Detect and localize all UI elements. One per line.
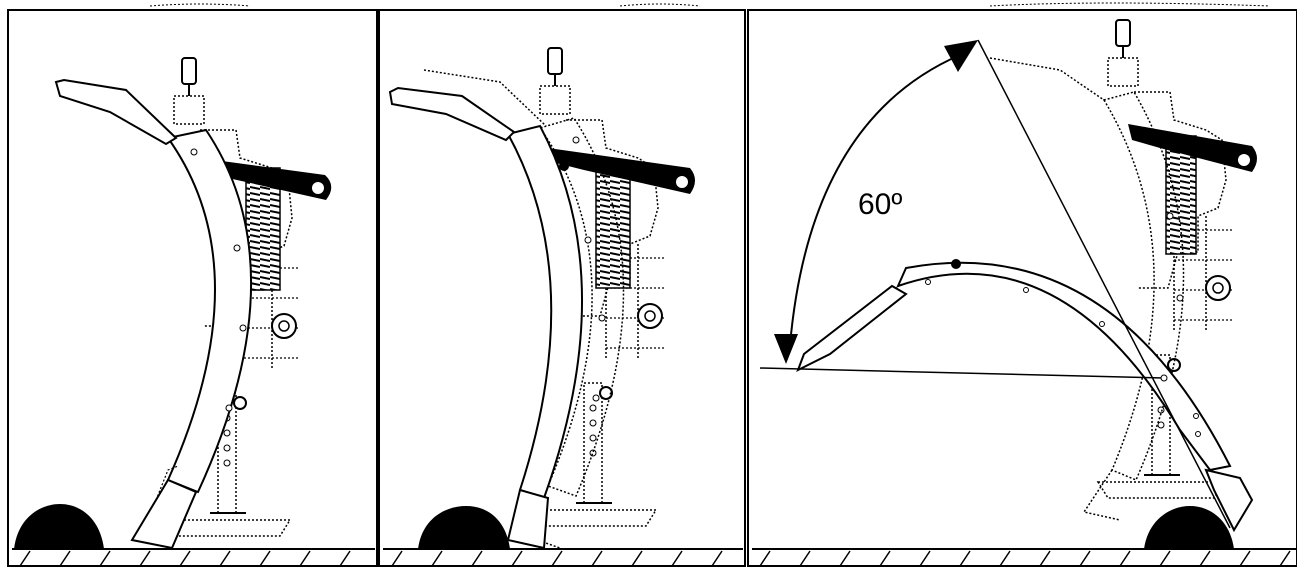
ground-hatching bbox=[759, 550, 1291, 567]
rotated-arm bbox=[896, 261, 1232, 472]
angle-label: 60º bbox=[858, 188, 903, 221]
ground-hatching bbox=[19, 550, 351, 567]
panel-3-drawing bbox=[752, 19, 1297, 567]
obstacle-mound bbox=[14, 504, 104, 549]
arm-tip bbox=[54, 78, 178, 146]
lever-handle bbox=[548, 148, 695, 194]
ground-hatching bbox=[391, 550, 723, 567]
shoe bbox=[130, 478, 198, 550]
lever-handle bbox=[1128, 124, 1257, 172]
top-edge-fragments bbox=[149, 2, 1271, 7]
curved-arm bbox=[506, 124, 583, 500]
arrowhead-top bbox=[944, 40, 978, 72]
panel-1-drawing bbox=[12, 57, 375, 567]
panel-frames bbox=[7, 9, 1297, 567]
arrowhead-bottom bbox=[774, 334, 798, 364]
curved-arm bbox=[166, 128, 252, 494]
angle-arc bbox=[789, 54, 961, 346]
panel-2-drawing bbox=[383, 47, 743, 567]
shoe bbox=[1204, 468, 1254, 533]
shoe bbox=[506, 488, 550, 550]
arm-tip bbox=[388, 86, 516, 142]
reference-incline bbox=[977, 39, 1231, 529]
reference-horizontal bbox=[759, 367, 1165, 379]
arm-tip bbox=[796, 284, 908, 373]
obstacle-mound bbox=[418, 506, 510, 549]
lever-handle bbox=[200, 158, 332, 200]
obstacle-mound bbox=[1144, 506, 1234, 549]
